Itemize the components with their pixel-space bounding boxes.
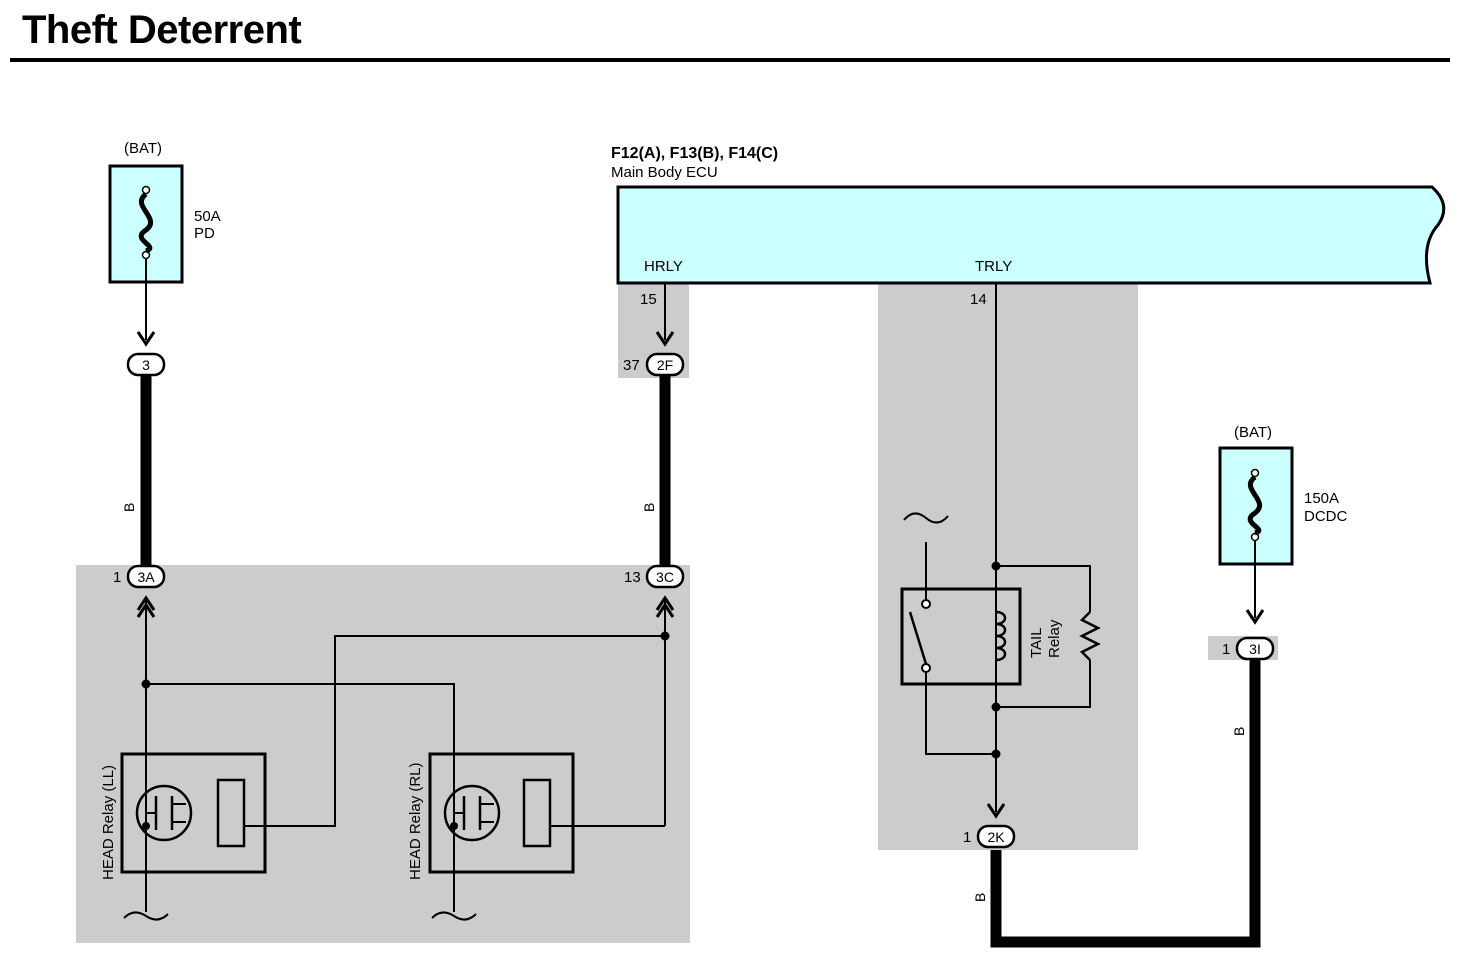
ecu-pin-trly-number: 14 <box>970 291 987 308</box>
ecu-name-label: Main Body ECU <box>611 164 718 181</box>
title-rule <box>10 58 1450 62</box>
connector-3a: 3A 1 <box>113 564 166 589</box>
transistor-icon <box>443 784 501 842</box>
fuse-dcdc-terminal-top <box>1250 468 1260 478</box>
svg-text:3: 3 <box>142 357 150 373</box>
tail-relay: TAIL Relay <box>900 587 1063 686</box>
ecu-pin-trly-name: TRLY <box>975 258 1012 275</box>
wire-color-labels: B B B B <box>121 503 1247 902</box>
wire-color-b: B <box>641 503 657 512</box>
svg-text:2F: 2F <box>657 357 673 373</box>
svg-text:37: 37 <box>623 357 640 374</box>
arrow-up-icon <box>136 595 156 611</box>
fuse-pd-name: PD <box>194 225 215 242</box>
fuse-pd-terminal-bottom <box>141 250 151 260</box>
connector-3: 3 <box>126 352 166 377</box>
connector-2k: 2K 1 <box>963 824 1016 849</box>
coil-icon <box>522 778 552 848</box>
wire-color-b: B <box>1231 727 1247 736</box>
fuse-dcdc: (BAT) 150A DCDC <box>1218 424 1347 566</box>
shaded-regions <box>76 284 1278 943</box>
ground-tilde-icon <box>431 911 477 921</box>
fuse-dcdc-rating: 150A <box>1304 490 1339 507</box>
arrow-down-icon <box>986 803 1006 819</box>
ground-tilde-icon <box>123 911 169 921</box>
svg-text:HEAD Relay (LL): HEAD Relay (LL) <box>100 765 117 880</box>
fuse-pd-terminal-top <box>141 185 151 195</box>
ecu-box <box>616 185 1446 285</box>
arrow-down-icon <box>136 331 156 347</box>
page-title: Theft Deterrent <box>22 8 302 52</box>
resistor-icon <box>1079 611 1101 661</box>
arrow-down-icon <box>655 331 675 347</box>
arrow-up-icon <box>655 595 675 611</box>
fuse-pd: (BAT) 50A PD <box>108 140 221 284</box>
svg-text:13: 13 <box>624 569 641 586</box>
ecu-main-body: F12(A), F13(B), F14(C) Main Body ECU HRL… <box>611 145 1446 308</box>
arrow-down-icon <box>1245 609 1265 625</box>
ground-tilde-icon <box>903 512 949 524</box>
head-relay-ll: HEAD Relay (LL) <box>100 752 267 921</box>
switch-contact-icon <box>908 611 928 665</box>
coil-icon <box>216 778 246 848</box>
fuse-dcdc-element-icon <box>1247 475 1263 536</box>
fuse-pd-element-icon <box>138 192 154 254</box>
svg-text:3A: 3A <box>137 569 155 585</box>
svg-text:1: 1 <box>963 829 971 846</box>
ecu-pin-hrly-name: HRLY <box>644 258 683 275</box>
svg-text:1: 1 <box>113 569 121 586</box>
svg-text:HEAD Relay (RL): HEAD Relay (RL) <box>407 762 424 880</box>
svg-text:Relay: Relay <box>1046 619 1063 658</box>
svg-text:3C: 3C <box>656 569 674 585</box>
svg-text:2K: 2K <box>987 829 1005 845</box>
transistor-icon <box>135 784 193 842</box>
connector-3c: 3C 13 <box>624 564 685 589</box>
ecu-connectors-label: F12(A), F13(B), F14(C) <box>611 145 778 162</box>
svg-text:3I: 3I <box>1249 641 1261 657</box>
svg-text:TAIL: TAIL <box>1028 627 1045 658</box>
wire-color-b: B <box>121 503 137 512</box>
fuse-pd-rating: 50A <box>194 208 221 225</box>
fuse-dcdc-source: (BAT) <box>1234 424 1272 441</box>
wire-color-b: B <box>972 893 988 902</box>
fuse-pd-source: (BAT) <box>124 140 162 157</box>
wires <box>136 259 1265 948</box>
connector-3i: 3I 1 <box>1222 636 1275 661</box>
svg-text:1: 1 <box>1222 641 1230 658</box>
head-relay-rl: HEAD Relay (RL) <box>407 752 575 921</box>
ecu-pin-hrly-number: 15 <box>640 291 657 308</box>
connector-2f: 2F 37 <box>623 352 685 377</box>
fuse-dcdc-name: DCDC <box>1304 508 1347 525</box>
coil-icon <box>995 610 1007 662</box>
